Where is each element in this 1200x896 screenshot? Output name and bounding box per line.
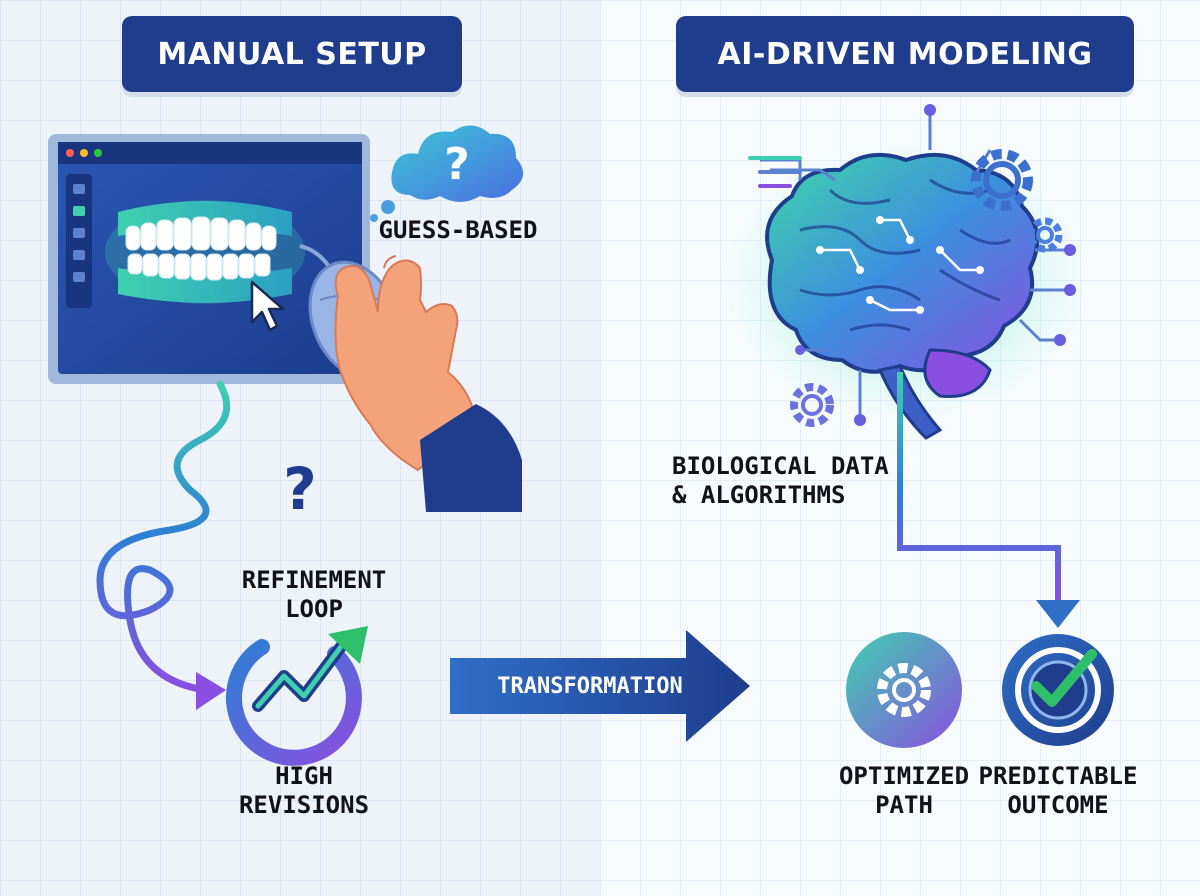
guess-based-label: GUESS-BASED (378, 216, 538, 244)
refinement-cable (96, 380, 231, 694)
gear-icon-large (971, 149, 1033, 211)
optimized-path-label-line2: PATH (875, 791, 933, 819)
gear-icon-left (790, 383, 834, 427)
hand-icon (334, 255, 522, 512)
cloud-question-mark: ? (444, 139, 470, 190)
optimized-path-label-line1: OPTIMIZED (838, 762, 970, 790)
optimized-path-icon (846, 632, 962, 748)
revisions-label-line1: HIGH (275, 762, 333, 790)
data-lines-icon (748, 156, 802, 188)
circuit-nodes (795, 104, 1076, 426)
predictable-outcome-icon (1002, 634, 1114, 746)
brain-icon (765, 152, 1040, 440)
transformation-arrow (450, 630, 750, 742)
ai-modeling-title: AI-DRIVEN MODELING (676, 16, 1134, 92)
refinement-label-line2: LOOP (285, 595, 343, 623)
flow-connector (897, 372, 1061, 604)
loop-arrowhead (196, 672, 226, 710)
question-cloud-icon (370, 125, 524, 222)
transformation-label: TRANSFORMATION (497, 673, 683, 699)
refinement-label-line1: REFINEMENT (241, 566, 387, 594)
revisions-label-line2: REVISIONS (238, 791, 370, 819)
question-mark-icon: ? (283, 455, 317, 523)
biological-data-label-line2: & ALGORITHMS (672, 481, 846, 509)
flow-arrowhead (1036, 600, 1080, 628)
gear-icon-small (1027, 217, 1063, 253)
dental-model-icon (105, 200, 305, 304)
biological-data-label-line1: BIOLOGICAL DATA (672, 452, 889, 480)
predictable-outcome-label-line2: OUTCOME (1007, 791, 1109, 819)
predictable-outcome-label-line1: PREDICTABLE (978, 762, 1138, 790)
manual-setup-title: MANUAL SETUP (122, 16, 462, 92)
cursor-icon (250, 280, 285, 332)
refinement-loop-icon (226, 626, 368, 766)
